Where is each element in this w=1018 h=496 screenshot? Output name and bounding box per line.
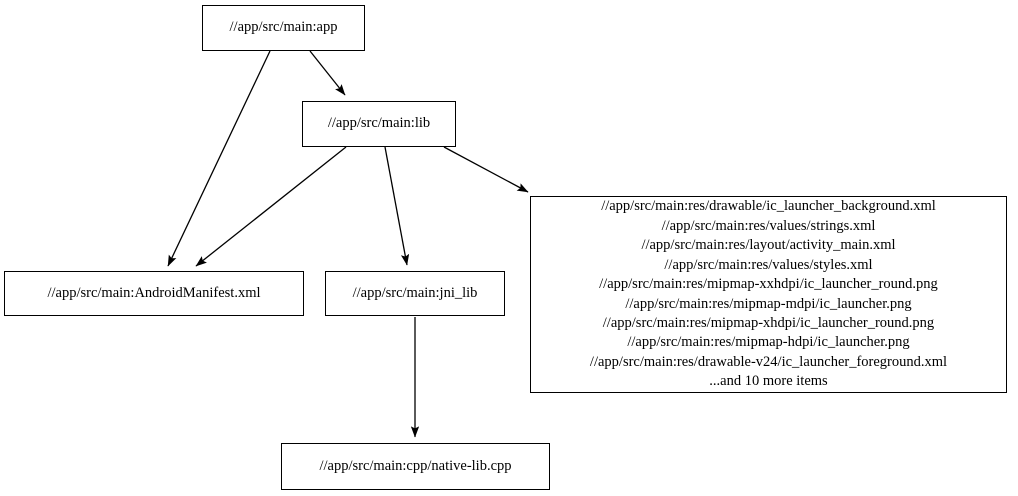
graph-node-jni-lib[interactable]: //app/src/main:jni_lib (325, 271, 505, 316)
graph-node-lib-label: //app/src/main:lib (327, 115, 431, 132)
graph-node-android-manifest[interactable]: //app/src/main:AndroidManifest.xml (4, 271, 304, 316)
graph-node-resources[interactable]: //app/src/main:res/drawable/ic_launcher_… (530, 196, 1007, 393)
graph-node-native-lib-cpp-label: //app/src/main:cpp/native-lib.cpp (319, 457, 512, 474)
edge-app-to-manifest (167, 50, 271, 267)
graph-node-native-lib-cpp[interactable]: //app/src/main:cpp/native-lib.cpp (281, 443, 550, 490)
edge-lib-to-resources (443, 146, 529, 193)
graph-node-app[interactable]: //app/src/main:app (202, 5, 365, 51)
edge-lib-to-jni-lib (384, 146, 410, 266)
graph-node-app-label: //app/src/main:app (229, 19, 338, 36)
edge-lib-to-manifest (195, 146, 347, 267)
graph-node-resources-label: //app/src/main:res/drawable/ic_launcher_… (589, 198, 948, 390)
edge-app-to-lib (309, 50, 346, 96)
graph-node-android-manifest-label: //app/src/main:AndroidManifest.xml (47, 284, 261, 301)
graph-node-jni-lib-label: //app/src/main:jni_lib (352, 284, 478, 301)
graph-node-lib[interactable]: //app/src/main:lib (302, 101, 456, 147)
